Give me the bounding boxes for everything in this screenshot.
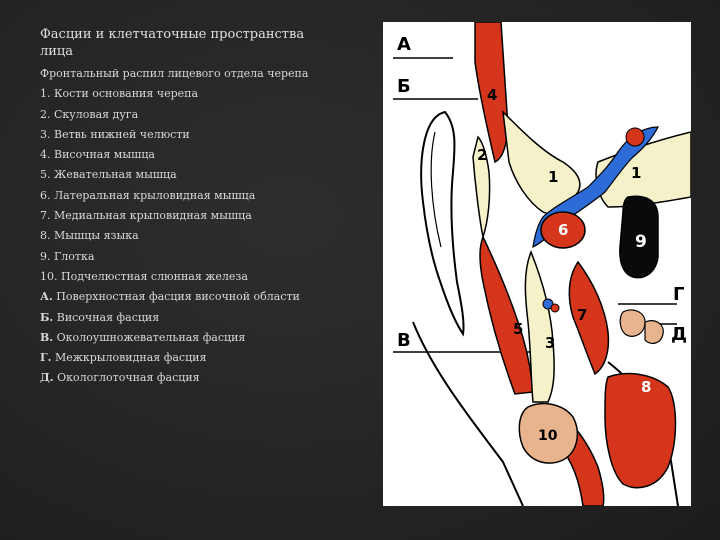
legend-item: Г. Межкрыловидная фасция xyxy=(40,348,340,368)
legend-item: 4. Височная мышца xyxy=(40,145,340,165)
legend-item-number: 8. xyxy=(40,229,51,242)
medial-pterygoid xyxy=(569,262,608,374)
legend-item: 10. Подчелюстная слюнная железа xyxy=(40,267,340,287)
legend-item-text: Поверхностная фасция височной области xyxy=(56,290,300,303)
legend-item-number: 5. xyxy=(40,168,51,181)
legend-item-number: Г. xyxy=(40,351,51,364)
legend-item: 5. Жевательная мышца xyxy=(40,165,340,185)
skull-base-left xyxy=(503,112,580,213)
num-3: 3 xyxy=(545,334,555,352)
anatomy-figure: А Б В Г Д 4 2 1 1 6 9 5 3 7 8 10 xyxy=(383,22,691,506)
legend-item-number: Д. xyxy=(40,371,54,384)
legend-item-text: Жевательная мышца xyxy=(54,168,177,181)
num-4: 4 xyxy=(487,86,497,104)
legend-item-number: 6. xyxy=(40,189,51,202)
num-8: 8 xyxy=(641,378,651,396)
tonsil-right xyxy=(645,321,663,344)
legend-item-number: А. xyxy=(40,290,53,303)
slide-subtitle: Фронтальный распил лицевого отдела череп… xyxy=(40,64,340,84)
num-10: 10 xyxy=(538,428,558,444)
legend-item-text: Мышцы языка xyxy=(54,229,139,242)
legend-item-text: Медиальная крыловидная мышца xyxy=(54,209,252,222)
legend-item: Д. Окологлоточная фасция xyxy=(40,368,340,388)
text-block: Фасции и клетчаточные пространства лица … xyxy=(40,26,340,389)
label-A: А xyxy=(397,34,411,55)
legend-item: 3. Ветвь нижней челюсти xyxy=(40,125,340,145)
legend-item-text: Латеральная крыловидная мышца xyxy=(54,189,255,202)
legend-item-number: В. xyxy=(40,331,53,344)
masseter-muscle xyxy=(480,237,533,394)
legend-item-text: Околоушножевательная фасция xyxy=(57,331,246,344)
legend-item-number: 4. xyxy=(40,148,51,161)
legend-item: В. Околоушножевательная фасция xyxy=(40,328,340,348)
legend-item-text: Подчелюстная слюнная железа xyxy=(61,270,248,283)
num-7: 7 xyxy=(577,306,587,324)
legend-item: А. Поверхностная фасция височной области xyxy=(40,287,340,307)
label-G: Г xyxy=(673,284,684,305)
legend-item-number: 7. xyxy=(40,209,51,222)
legend-item: 8. Мышцы языка xyxy=(40,226,340,246)
legend-item-number: 9. xyxy=(40,250,51,263)
legend-item-text: Скуловая дуга xyxy=(54,108,138,121)
legend-item-number: 10. xyxy=(40,270,58,283)
num-2: 2 xyxy=(477,146,487,164)
legend-item-text: Височная мышца xyxy=(54,148,155,161)
label-V: В xyxy=(397,330,411,351)
legend-item: 2. Скуловая дуга xyxy=(40,105,340,125)
legend-item-text: Кости основания черепа xyxy=(54,87,198,100)
num-5: 5 xyxy=(513,320,523,338)
vessel-red-small xyxy=(551,304,559,312)
anatomy-diagram: А Б В Г Д 4 2 1 1 6 9 5 3 7 8 10 xyxy=(383,22,691,506)
vessel-red xyxy=(626,128,644,146)
legend-item-number: 1. xyxy=(40,87,51,100)
num-9: 9 xyxy=(635,232,647,252)
legend-item-number: 2. xyxy=(40,108,51,121)
slide-title: Фасции и клетчаточные пространства лица xyxy=(40,26,340,60)
legend-item-number: 3. xyxy=(40,128,51,141)
legend-item: Б. Височная фасция xyxy=(40,308,340,328)
num-6: 6 xyxy=(558,221,568,239)
label-B: Б xyxy=(397,76,411,97)
legend-item: 6. Латеральная крыловидная мышца xyxy=(40,186,340,206)
legend-item: 7. Медиальная крыловидная мышца xyxy=(40,206,340,226)
num-1-left: 1 xyxy=(548,168,558,186)
legend-item-text: Глотка xyxy=(54,250,94,263)
ear-outline xyxy=(421,112,463,334)
legend-item: 9. Глотка xyxy=(40,247,340,267)
legend-item-text: Окологлоточная фасция xyxy=(57,371,199,384)
legend-item-text: Ветвь нижней челюсти xyxy=(54,128,190,141)
legend-item-text: Межкрыловидная фасция xyxy=(55,351,206,364)
num-1-right: 1 xyxy=(631,164,641,182)
legend-item: 1. Кости основания черепа xyxy=(40,84,340,104)
legend-item-text: Височная фасция xyxy=(57,311,159,324)
tonsil-left xyxy=(620,310,645,336)
legend-item-number: Б. xyxy=(40,311,53,324)
label-D: Д xyxy=(671,324,687,345)
